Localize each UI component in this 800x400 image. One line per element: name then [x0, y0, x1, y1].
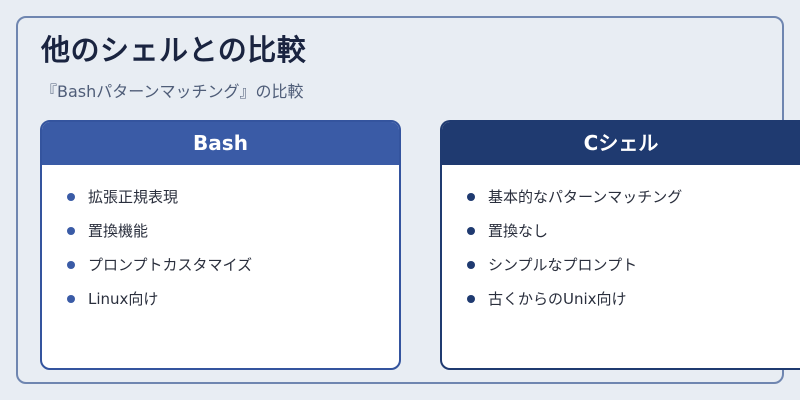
page-title: 他のシェルとの比較	[41, 33, 307, 67]
bash-card: Bash 拡張正規表現 置換機能 プロンプトカスタマイズ Linux向け	[40, 120, 401, 370]
csh-card-header: Cシェル	[442, 122, 800, 165]
list-item: シンプルなプロンプト	[466, 253, 800, 287]
csh-feature-list: 基本的なパターンマッチング 置換なし シンプルなプロンプト 古くからのUnix向…	[442, 165, 800, 321]
bash-card-header: Bash	[42, 122, 399, 165]
list-item: 古くからのUnix向け	[466, 287, 800, 321]
bullet-dot-icon	[67, 295, 75, 303]
bullet-dot-icon	[467, 261, 475, 269]
bullet-dot-icon	[467, 227, 475, 235]
list-item-label: プロンプトカスタマイズ	[88, 256, 253, 274]
list-item-label: シンプルなプロンプト	[488, 256, 638, 274]
list-item: 置換機能	[66, 219, 399, 253]
csh-card: Cシェル 基本的なパターンマッチング 置換なし シンプルなプロンプト 古くからの…	[440, 120, 800, 370]
bullet-dot-icon	[67, 193, 75, 201]
list-item-label: 置換機能	[88, 222, 149, 240]
list-item: 拡張正規表現	[66, 185, 399, 219]
bullet-dot-icon	[467, 295, 475, 303]
list-item: プロンプトカスタマイズ	[66, 253, 399, 287]
bullet-dot-icon	[67, 261, 75, 269]
list-item-label: Linux向け	[88, 290, 159, 308]
page-subtitle: 『Bashパターンマッチング』の比較	[41, 82, 304, 101]
list-item: 置換なし	[466, 219, 800, 253]
list-item-label: 古くからのUnix向け	[488, 290, 627, 308]
list-item-label: 拡張正規表現	[88, 188, 179, 206]
bash-feature-list: 拡張正規表現 置換機能 プロンプトカスタマイズ Linux向け	[42, 165, 399, 321]
list-item-label: 置換なし	[488, 222, 549, 240]
list-item: Linux向け	[66, 287, 399, 321]
bullet-dot-icon	[467, 193, 475, 201]
list-item: 基本的なパターンマッチング	[466, 185, 800, 219]
bullet-dot-icon	[67, 227, 75, 235]
list-item-label: 基本的なパターンマッチング	[488, 188, 683, 206]
